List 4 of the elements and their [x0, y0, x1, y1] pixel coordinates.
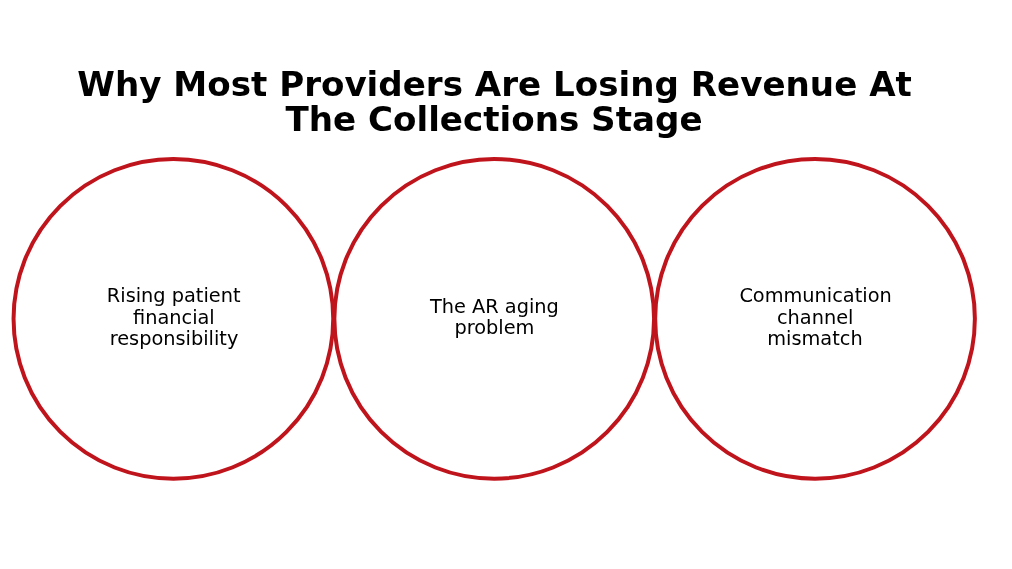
node-circle: The AR aging problem [331, 157, 656, 481]
node-circle: Communication channel mismatch [652, 157, 977, 481]
diagram-title: Why Most Providers Are Losing Revenue At The Collections Stage [76, 64, 912, 139]
node-circle: Rising patient financial responsibility [11, 157, 335, 481]
